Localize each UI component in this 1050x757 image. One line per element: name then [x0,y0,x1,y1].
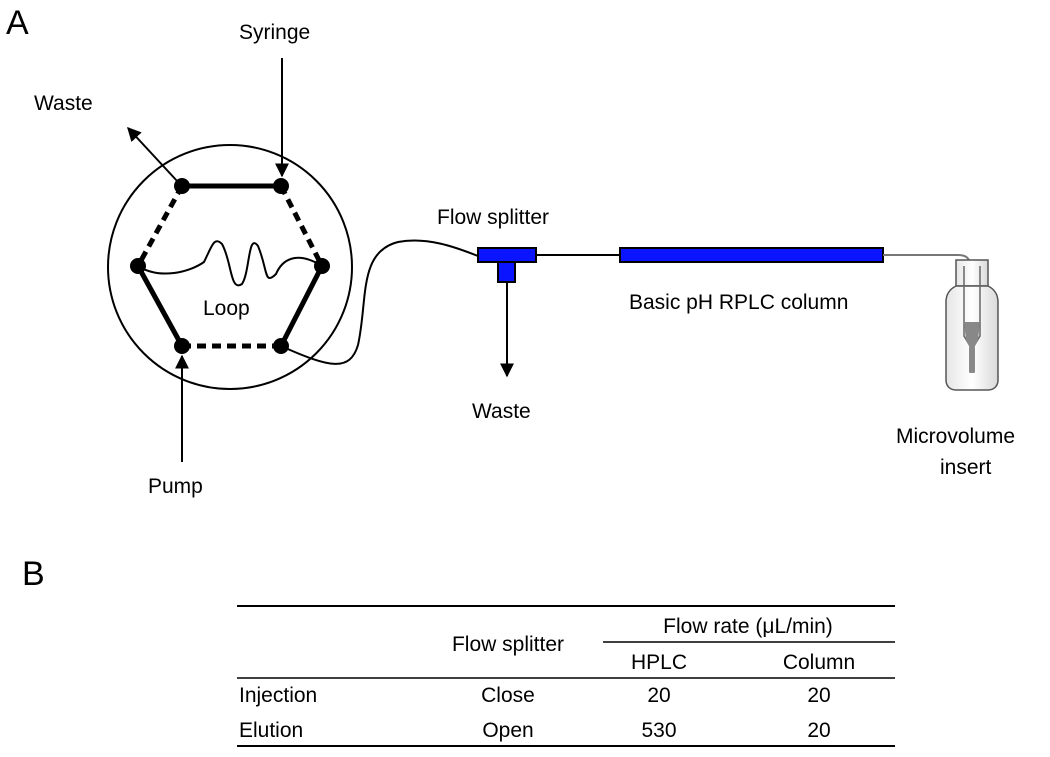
flow-splitter-body [477,247,537,263]
valve-port-right [314,258,330,274]
row-elution-splitter: Open [482,719,533,742]
sample-vial [945,259,999,391]
injection-valve [107,144,353,390]
column-label: Basic pH RPLC column [629,291,848,314]
header-flow-rate: Flow rate (μL/min) [663,615,833,638]
waste-valve-label: Waste [34,92,93,115]
valve-connection-lower-right [278,264,325,348]
valve-connection-lower-left [135,264,185,348]
valve-port-bottom-left [174,338,190,354]
panel-label-a: A [6,4,29,42]
row-injection-splitter: Close [481,684,535,707]
header-flow-splitter: Flow splitter [452,633,564,656]
valve-dashed-upper-left [135,184,185,268]
row-elution-label: Elution [239,719,303,742]
valve-port-left [130,258,146,274]
header-hplc: HPLC [631,651,687,674]
valve-body [107,144,353,390]
insert-label-line1: Microvolume [896,425,1015,448]
valve-dashed-upper-right [278,184,325,268]
row-injection-hplc: 20 [647,684,670,707]
vial-neck [955,259,989,287]
sample-loop [137,240,323,287]
flow-splitter [477,247,537,283]
panel-label-b: B [22,555,45,593]
loop-label: Loop [203,297,250,320]
flow-splitter-label: Flow splitter [437,206,549,229]
valve-port-top-right [273,178,289,194]
splitter-waste-label: Waste [472,400,531,423]
insert-label-line2: insert [940,456,992,479]
insert-liquid [964,322,980,372]
rplc-column [619,247,884,263]
row-elution-hplc: 530 [641,719,676,742]
flow-rate-table: Flow splitter Flow rate (μL/min) HPLC Co… [237,605,895,747]
row-injection-column: 20 [807,684,830,707]
row-injection-label: Injection [239,684,317,707]
transfer-tubing [280,239,479,365]
row-elution-column: 20 [807,719,830,742]
waste-valve-arrow [127,126,179,183]
header-column: Column [783,651,855,674]
pump-label: Pump [148,475,203,498]
syringe-label: Syringe [239,21,310,44]
flow-splitter-stem [497,261,516,283]
